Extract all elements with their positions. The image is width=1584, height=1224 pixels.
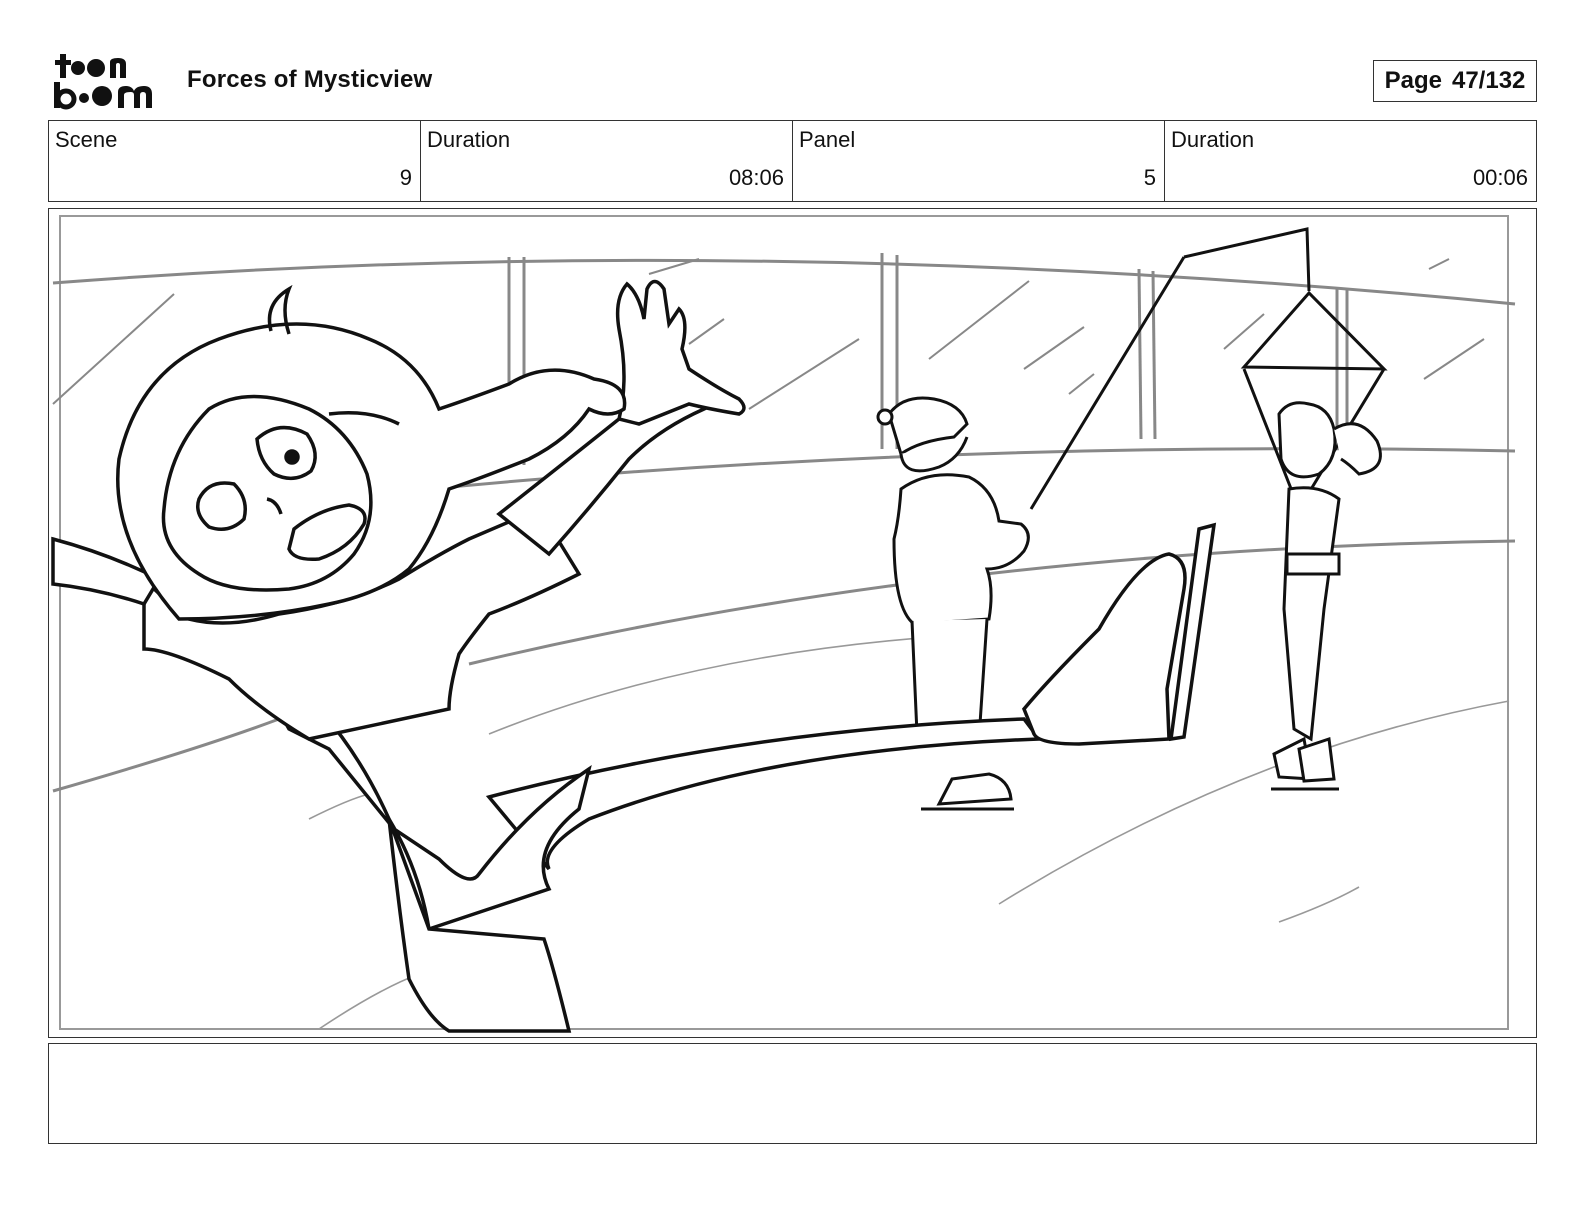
skater-girl [1271,401,1382,791]
page-indicator: Page 47/132 [1373,60,1537,102]
panel-duration-value: 00:06 [1472,165,1528,190]
panel-duration-cell: Duration 00:06 [1165,121,1536,201]
page-label: Page [1384,67,1442,94]
caption-area [48,1043,1537,1144]
toon-boom-logo [52,50,162,112]
scene-value: 9 [399,165,412,190]
rink-top-line [52,258,1516,306]
scene-duration-label: Duration [427,127,511,152]
panel-value: 5 [1143,165,1156,190]
scene-duration-value: 08:06 [728,165,784,190]
panel-info-table: Scene 9 Duration 08:06 Panel 5 Duration … [48,120,1537,202]
skater-man [876,396,1030,811]
storyboard-panel [48,208,1537,1038]
page-number: 47/132 [1451,67,1526,94]
glass-reflections [52,258,1485,410]
panel-duration-label: Duration [1171,127,1255,152]
storyboard-drawing [51,215,1516,1033]
scene-cell: Scene 9 [49,121,421,201]
scene-label: Scene [55,127,118,152]
main-skater [51,279,1217,1033]
panel-label: Panel [799,127,856,152]
scene-duration-cell: Duration 08:06 [421,121,793,201]
project-title: Forces of Mysticview [187,66,433,93]
panel-cell: Panel 5 [793,121,1165,201]
